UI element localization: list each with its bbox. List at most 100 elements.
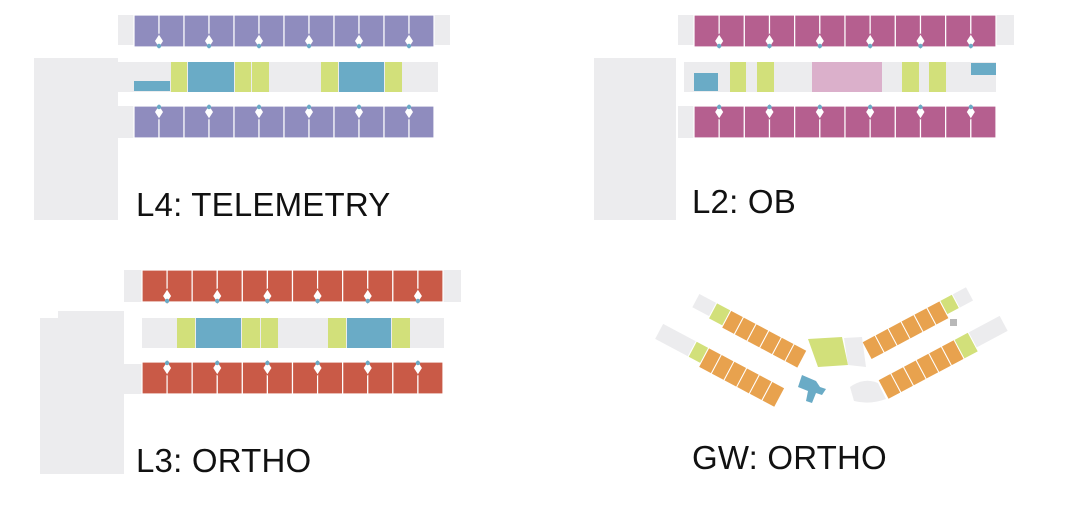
room-row-north (141, 269, 444, 304)
central-corridor (844, 337, 866, 367)
bathroom-pod (354, 104, 364, 120)
nurse-alcove (256, 43, 262, 49)
nurse-alcove (817, 43, 823, 49)
support-tower (40, 318, 124, 474)
support-block-green (328, 318, 346, 348)
support-block-blue (134, 81, 170, 91)
patient-room (768, 105, 796, 139)
patient-room (844, 105, 871, 139)
floor-plan-l2: L2: OB (540, 0, 1080, 252)
nurse-alcove (265, 298, 270, 304)
patient-room (417, 361, 444, 395)
nurse-alcove (256, 104, 262, 110)
stair-core (967, 314, 1009, 349)
floor-label-gw: GW: ORTHO (692, 439, 887, 476)
wing-lower-right (877, 314, 1009, 401)
patient-room (919, 105, 947, 139)
nurse-alcove (415, 298, 421, 304)
nurse-alcove (164, 298, 170, 304)
nurse-alcove (156, 43, 162, 49)
bathroom-pod (162, 360, 173, 376)
patient-room (761, 380, 786, 409)
ob-central-suite (812, 62, 882, 92)
nurse-alcove (156, 104, 162, 110)
stair-core-south (678, 106, 694, 138)
patient-room (392, 361, 419, 395)
bathroom-pod (915, 104, 926, 120)
support-block-green (235, 62, 251, 92)
room-row-north (133, 14, 435, 49)
floor-plan-l3: L3: ORTHO (0, 253, 540, 505)
nurse-alcove (306, 43, 312, 49)
patient-room (333, 14, 360, 48)
bathroom-pod (154, 104, 164, 120)
floor-plan-gw-drawing (653, 285, 1009, 409)
patient-room (316, 269, 344, 303)
support-block-green (757, 62, 774, 92)
room-row-north (693, 14, 997, 49)
nurse-alcove (867, 104, 873, 110)
stair-core-north-east (443, 270, 461, 302)
support-block-green (177, 318, 195, 348)
floor-label-l3: L3: ORTHO (136, 442, 312, 479)
stair-core (951, 285, 975, 309)
bathroom-pod (312, 360, 323, 376)
support-block-green (171, 62, 187, 92)
support-block-green (252, 62, 269, 92)
floor-plan-l4: L4: TELEMETRY (0, 0, 540, 252)
stair-core-south (124, 364, 142, 394)
bathroom-pod (204, 104, 214, 120)
stair-core-north-east (434, 15, 450, 45)
bathroom-pod (865, 104, 876, 120)
nurse-alcove (918, 104, 923, 110)
stair-core-north-east (996, 15, 1014, 45)
support-block-green (242, 318, 260, 348)
stair-core-north (118, 15, 134, 45)
central-lobby (850, 380, 886, 403)
bathroom-pod (262, 360, 273, 376)
nurse-alcove (716, 43, 722, 49)
support-block-green (261, 318, 278, 348)
nurse-alcove (315, 298, 320, 304)
nurse-alcove (867, 43, 873, 49)
stair-core-south (118, 106, 134, 138)
nurse-alcove (215, 298, 220, 304)
bathroom-pod (965, 104, 976, 120)
nurse-alcove (365, 360, 370, 366)
nurse-alcove (365, 298, 370, 304)
nurse-alcove (716, 104, 722, 110)
patient-room (241, 361, 269, 395)
support-tower-cap (58, 311, 124, 319)
nurse-alcove (817, 104, 823, 110)
floor-label-l2: L2: OB (692, 183, 796, 220)
nurse-alcove (918, 43, 923, 49)
nurse-station (798, 375, 826, 403)
nurse-alcove (415, 360, 421, 366)
support-block-green (929, 62, 946, 92)
nurse-alcove (315, 360, 320, 366)
nurse-alcove (767, 43, 772, 49)
nurse-alcove (406, 43, 412, 49)
support-block-green (392, 318, 410, 348)
bathroom-pod (404, 104, 414, 120)
patient-room (183, 105, 210, 139)
nurse-alcove (215, 360, 220, 366)
nurse-alcove (968, 43, 974, 49)
central-support-block (808, 337, 848, 367)
support-block-blue (971, 63, 996, 75)
support-tower (594, 58, 676, 220)
bathroom-pod (412, 360, 423, 376)
equipment-marker (950, 319, 957, 326)
bathroom-pod (714, 104, 725, 120)
nurse-alcove (265, 360, 270, 366)
support-block-green (902, 62, 919, 92)
nurse-alcove (206, 104, 212, 110)
support-block-green (321, 62, 338, 92)
support-block-blue (694, 73, 718, 91)
stair-core-north (124, 270, 142, 302)
support-block-green (385, 62, 402, 92)
floor-plan-l2-drawing (594, 14, 1014, 220)
wing-lower-left (653, 322, 786, 409)
nurse-station (339, 62, 384, 92)
bathroom-pod (254, 104, 264, 120)
